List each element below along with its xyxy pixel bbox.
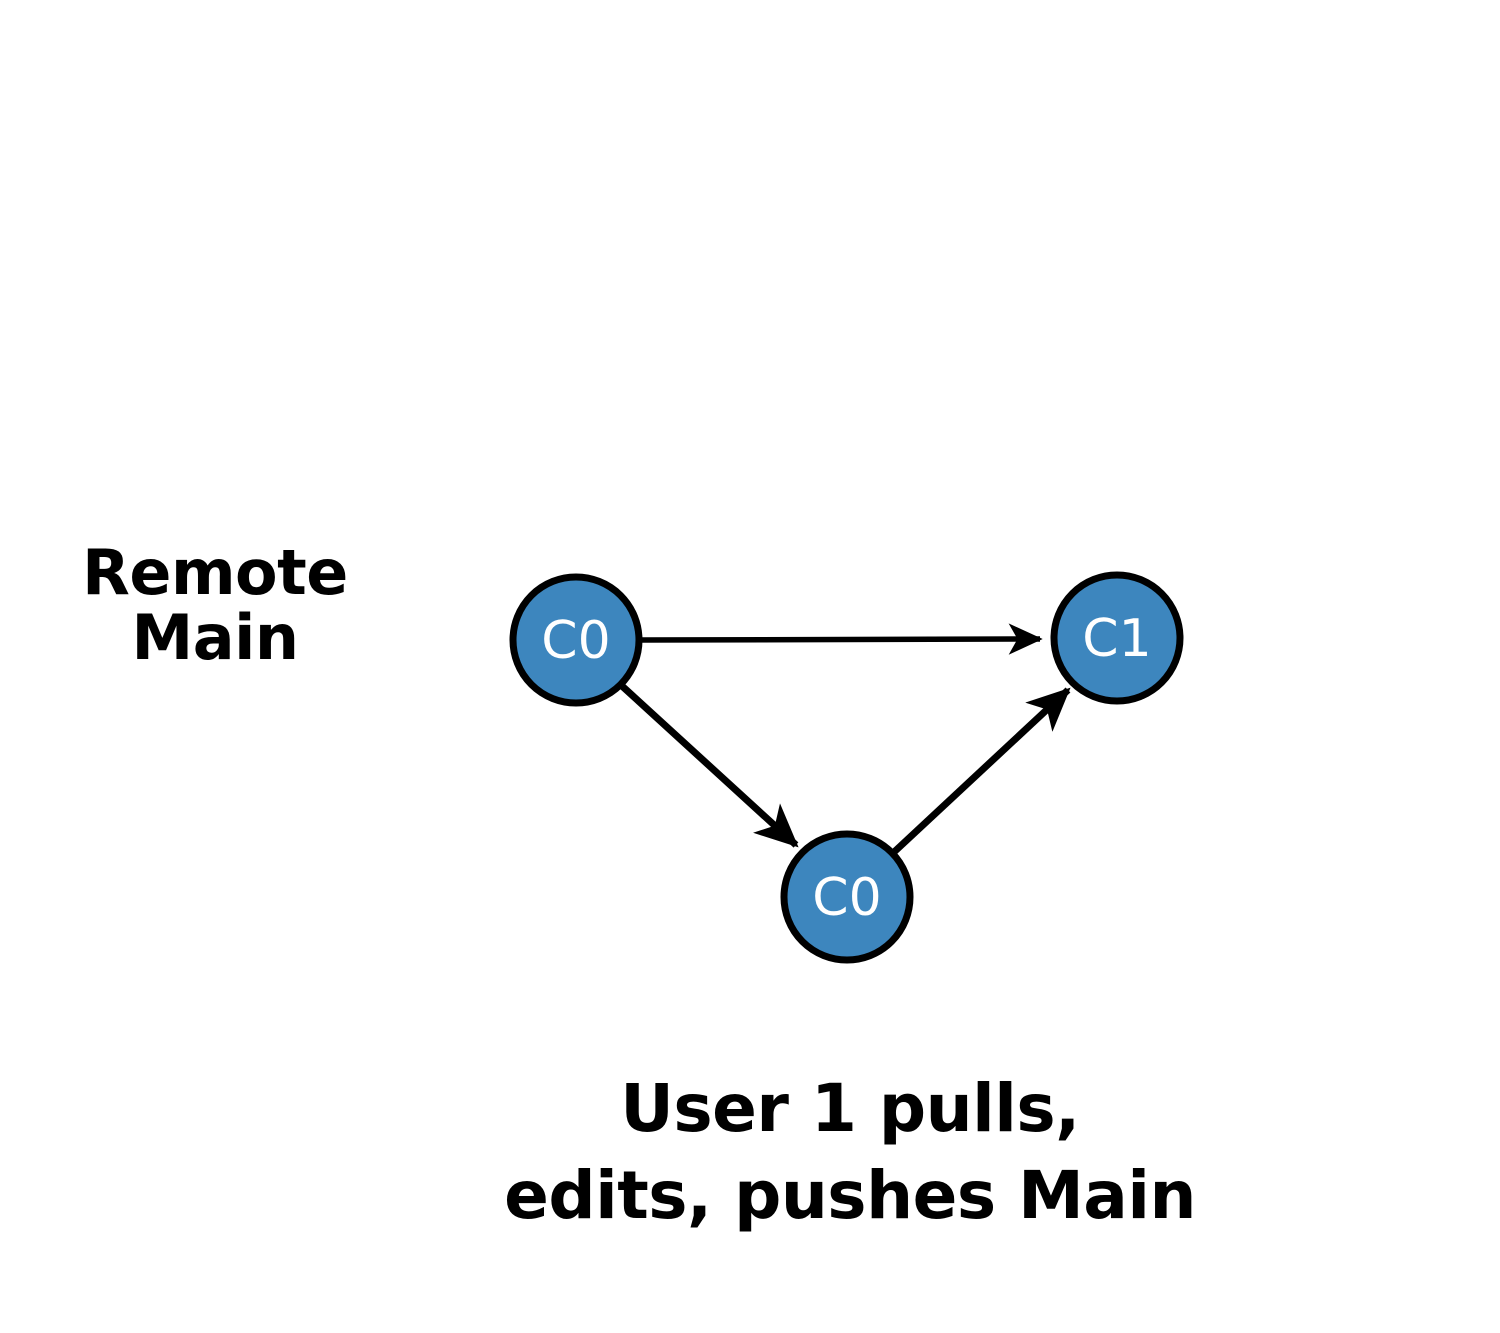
node-label: C1 (1082, 609, 1151, 669)
node-circle (780, 830, 914, 964)
edge-c0-to-c1-top (639, 623, 1043, 655)
diagram-caption-line-1: User 1 pulls, (620, 1070, 1080, 1147)
node-circle (509, 573, 643, 707)
remote-main-label-line-1: Remote (82, 536, 348, 609)
node-circle (1050, 571, 1184, 705)
node-c1-top-right[interactable]: C1 (1050, 571, 1184, 705)
node-c0-top-left[interactable]: C0 (509, 573, 643, 707)
remote-main-label-line-2: Main (131, 601, 299, 675)
node-c0-bottom[interactable]: C0 (780, 830, 914, 964)
edge-c0-to-c0-bottom (619, 683, 799, 848)
diagram-caption-line-2: edits, pushes Main (504, 1157, 1196, 1235)
edge-c0-bottom-to-c1 (890, 687, 1071, 856)
remote-main-label: Remote Main (40, 540, 390, 670)
diagram-caption: User 1 pulls, edits, pushes Main (440, 1065, 1260, 1239)
node-label: C0 (541, 611, 610, 671)
node-label: C0 (812, 868, 881, 928)
